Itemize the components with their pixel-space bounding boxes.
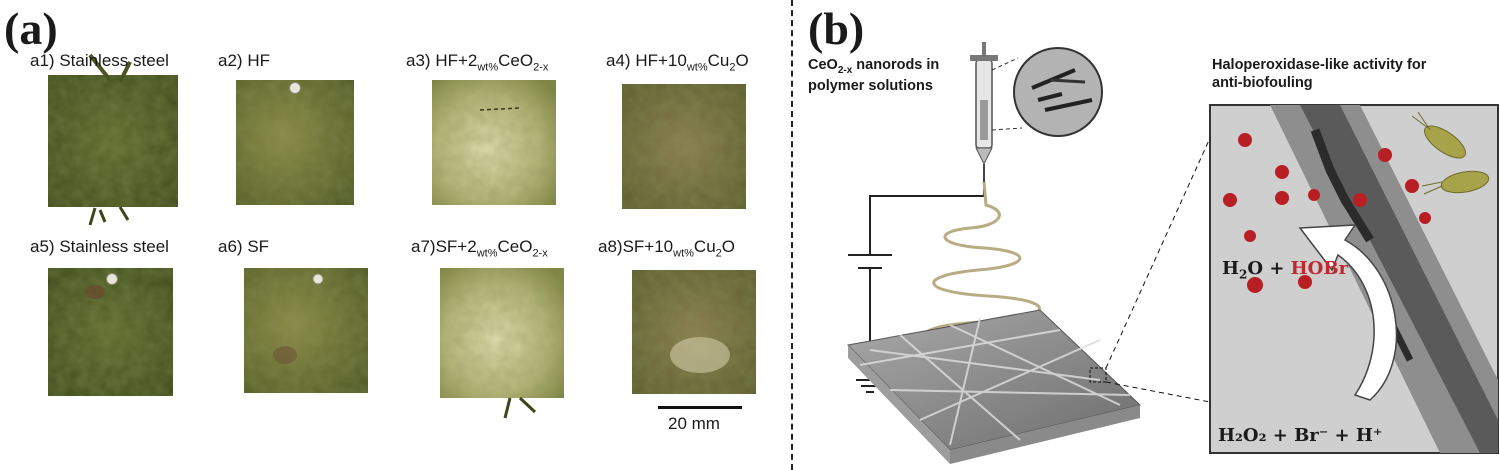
label-a1: a1) Stainless steel [30,51,169,70]
reaction-reactants: H₂O₂ + Br⁻ + H⁺ [1218,425,1383,446]
tile-a8 [632,270,756,394]
tem-inset [1209,104,1499,454]
label-a8: a8)SF+10wt%Cu2O [598,237,736,260]
label-a6: a6) SF [218,237,270,256]
hobr-droplets [1223,133,1431,293]
reaction-product: H2O + HOBr [1222,258,1349,282]
activity-note: Haloperoxidase-like activity for anti-bi… [1212,57,1427,92]
panel-a-letter: (a) [4,3,58,54]
panel-divider [791,0,793,470]
nanorod-inset [991,47,1103,137]
tile-a4 [622,84,746,209]
label-a2: a2) HF [218,51,270,70]
syringe-icon [970,42,998,182]
panel-b-letter: (b) [808,3,865,54]
tile-a5 [48,268,173,396]
label-a3: a3) HF+2wt%CeO2-x [406,51,549,74]
tile-a2 [236,80,354,205]
electrospinning-schematic [846,42,1499,464]
label-a7: a7)SF+2wt%CeO2-x [411,237,548,260]
reaction-arrow [1298,224,1398,401]
tile-a7 [440,268,564,419]
tile-a6 [244,268,368,393]
scale-bar-label: 20 mm [668,414,720,433]
label-a4: a4) HF+10wt%Cu2O [606,51,749,74]
nanofiber-mat [846,137,1211,464]
scale-bar [658,406,742,409]
syringe-note: CeO2-x nanorods in polymer solutions [808,57,940,95]
bacteria-icon [1411,111,1490,195]
label-a5: a5) Stainless steel [30,237,169,256]
sample-photos [48,53,756,419]
tile-a1 [48,53,178,226]
tile-a3 [432,80,556,205]
